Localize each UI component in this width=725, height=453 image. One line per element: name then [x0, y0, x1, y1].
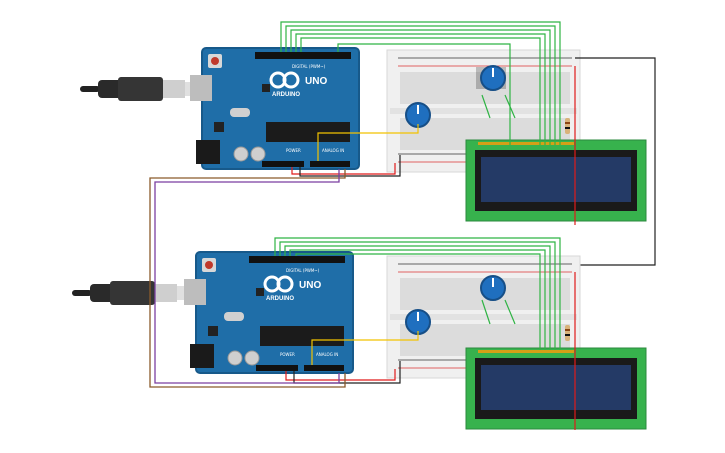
- resistor-bottom: [565, 325, 570, 341]
- usb-cable-top[interactable]: [80, 77, 203, 101]
- atmega-chip: [266, 122, 350, 142]
- potentiometer-bottom-1[interactable]: [480, 275, 506, 301]
- arduino-model-label: UNO: [305, 76, 327, 87]
- analog-header-label: ANALOG IN: [322, 148, 344, 153]
- wires-top: [280, 21, 656, 266]
- potentiometer-top-2[interactable]: [405, 102, 431, 128]
- circuit-bottom: ARDUINO UNO DIGITAL (PWM~) POWER ANALOG …: [72, 237, 647, 430]
- digital-header-label: DIGITAL (PWM~): [286, 268, 320, 273]
- resistor-top: [565, 118, 570, 134]
- analog-header-label: ANALOG IN: [316, 352, 338, 357]
- arduino-uno-top[interactable]: ARDUINO UNO DIGITAL (PWM~) POWER ANALOG …: [190, 47, 360, 170]
- power-jack[interactable]: [196, 140, 220, 164]
- wires-bottom: [274, 237, 576, 430]
- potentiometer-top-1[interactable]: [476, 65, 506, 91]
- arduino-model-label: UNO: [299, 280, 321, 291]
- power-jack[interactable]: [190, 344, 214, 368]
- power-header-label: POWER: [286, 148, 301, 153]
- arduino-logo-icon: [263, 275, 294, 293]
- arduino-logo-text: ARDUINO: [266, 296, 294, 302]
- atmega-chip: [260, 326, 344, 346]
- circuit-top: ARDUINO UNO DIGITAL (PWM~) POWER ANALOG …: [80, 21, 656, 266]
- lcd-16x2-bottom[interactable]: [465, 347, 647, 430]
- lcd-16x2-top[interactable]: [465, 139, 647, 222]
- arduino-logo-text: ARDUINO: [272, 92, 300, 98]
- link-wires: [149, 169, 346, 388]
- arduino-logo-icon: [269, 71, 300, 89]
- power-header-label: POWER: [280, 352, 295, 357]
- arduino-uno-bottom[interactable]: ARDUINO UNO DIGITAL (PWM~) POWER ANALOG …: [184, 251, 354, 374]
- usb-cable-bottom[interactable]: [72, 281, 195, 305]
- potentiometer-bottom-2[interactable]: [405, 309, 431, 335]
- digital-header-label: DIGITAL (PWM~): [292, 64, 326, 69]
